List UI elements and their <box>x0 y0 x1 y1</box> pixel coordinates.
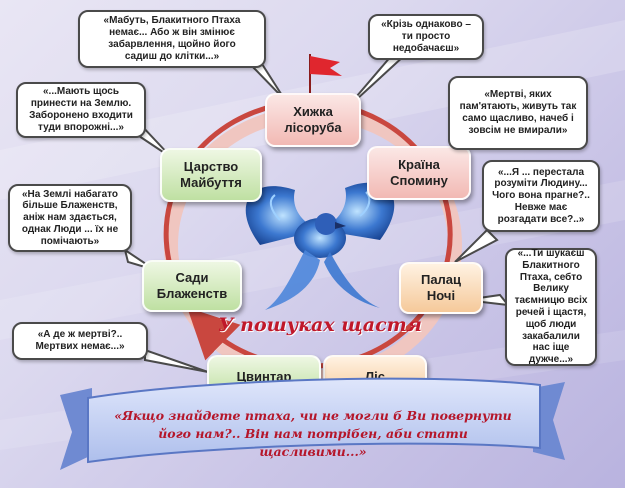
quote-bubble-palats: «...Я ... перестала розуміти Людину... Ч… <box>482 160 600 232</box>
quote-text-tsarstvo: «...Мають щось принести на Землю. Заборо… <box>29 86 133 133</box>
node-khyzhka-label: Хижка лісоруба <box>284 104 342 135</box>
center-title: У пошуках щастя <box>218 314 422 336</box>
node-tsarstvo-maibuttia: Царство Майбуття <box>160 148 262 202</box>
quote-text-sady: «На Землі набагато більше Блаженств, ані… <box>21 188 119 247</box>
quote-text-kraina: «Мертві, яких пам'ятають, живуть так сам… <box>459 89 577 136</box>
node-khyzhka-lisoruba: Хижка лісоруба <box>265 93 361 147</box>
node-sady-blazhenstv: Сади Блаженств <box>142 260 242 312</box>
node-kraina-spomynu: Країна Спомину <box>367 146 471 200</box>
quote-text-palats: «...Я ... перестала розуміти Людину... Ч… <box>492 166 590 225</box>
banner-quote: «Якщо знайдете птаха, чи не могли б Ви п… <box>114 408 512 460</box>
quote-bubble-tsvyntar: «А де ж мертві?.. Мертвих немає...» <box>12 322 148 360</box>
node-palats-nochi: Палац Ночі <box>399 262 483 314</box>
node-kraina-label: Країна Спомину <box>390 157 448 188</box>
quote-bubble-nedobachaiesh: «Крізь однаково – ти просто недобачаєш» <box>368 14 484 60</box>
quote-bubble-lis: «...Ти шукаєш Блакитного Птаха, себто Ве… <box>505 248 597 366</box>
quote-bubble-sady: «На Землі набагато більше Блаженств, ані… <box>8 184 132 252</box>
flag-icon <box>309 54 342 98</box>
quote-text-lis: «...Ти шукаєш Блакитного Птаха, себто Ве… <box>514 248 588 366</box>
quote-text-tsvyntar: «А де ж мертві?.. Мертвих немає...» <box>35 329 125 352</box>
node-sady-label: Сади Блаженств <box>156 270 228 301</box>
quote-bubble-khyzhka: «Мабуть, Блакитного Птаха немає... Або ж… <box>78 10 266 68</box>
quote-bubble-tsarstvo: «...Мають щось принести на Землю. Заборо… <box>16 82 146 138</box>
quote-bubble-kraina: «Мертві, яких пам'ятають, живуть так сам… <box>448 76 588 150</box>
node-tsarstvo-label: Царство Майбуття <box>180 159 242 190</box>
quote-text-nedobachaiesh: «Крізь однаково – ти просто недобачаєш» <box>381 19 471 54</box>
node-palats-label: Палац Ночі <box>420 272 462 303</box>
quote-text-khyzhka: «Мабуть, Блакитного Птаха немає... Або ж… <box>103 15 241 62</box>
